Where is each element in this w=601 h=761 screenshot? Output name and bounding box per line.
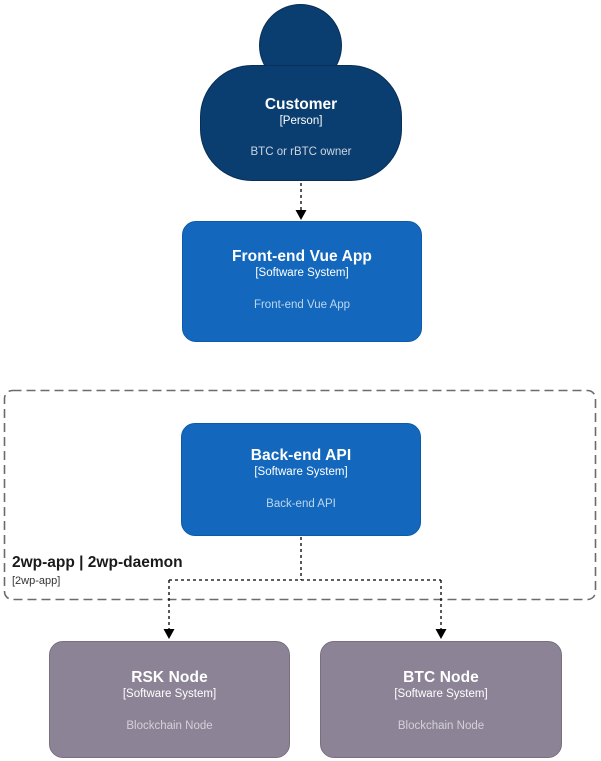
boundary-title: 2wp-app | 2wp-daemon bbox=[12, 554, 183, 571]
btc-node: BTC Node [Software System] Blockchain No… bbox=[320, 641, 562, 758]
btc-type-label: [Software System] bbox=[394, 688, 488, 700]
customer-node: Customer [Person] BTC or rBTC owner bbox=[200, 65, 402, 181]
backend-type-label: [Software System] bbox=[254, 466, 348, 478]
customer-title: Customer bbox=[264, 96, 338, 113]
rsk-description: Blockchain Node bbox=[126, 720, 213, 732]
rsk-title: RSK Node bbox=[131, 669, 208, 686]
boundary-subtitle: [2wp-app] bbox=[12, 575, 61, 587]
customer-description: BTC or rBTC owner bbox=[250, 146, 352, 158]
frontend-title: Front-end Vue App bbox=[231, 248, 373, 265]
btc-description: Blockchain Node bbox=[397, 720, 485, 732]
frontend-description: Front-end Vue App bbox=[253, 299, 351, 311]
backend-to-rsk-arrowhead-icon bbox=[163, 629, 175, 639]
customer-type-label: [Person] bbox=[279, 115, 323, 127]
backend-to-btc-arrowhead-icon bbox=[435, 629, 447, 639]
backend-title: Back-end API bbox=[250, 447, 352, 464]
frontend-type-label: [Software System] bbox=[255, 267, 349, 279]
rsk-node: RSK Node [Software System] Blockchain No… bbox=[49, 641, 290, 758]
btc-title: BTC Node bbox=[403, 669, 479, 686]
backend-description: Back-end API bbox=[266, 498, 336, 510]
boundary-label: 2wp-app | 2wp-daemon [2wp-app] bbox=[12, 553, 183, 588]
customer-to-frontend-arrowhead-icon bbox=[295, 210, 307, 220]
rsk-type-label: [Software System] bbox=[122, 688, 217, 700]
backend-node: Back-end API [Software System] Back-end … bbox=[181, 423, 421, 536]
frontend-node: Front-end Vue App [Software System] Fron… bbox=[182, 221, 422, 342]
